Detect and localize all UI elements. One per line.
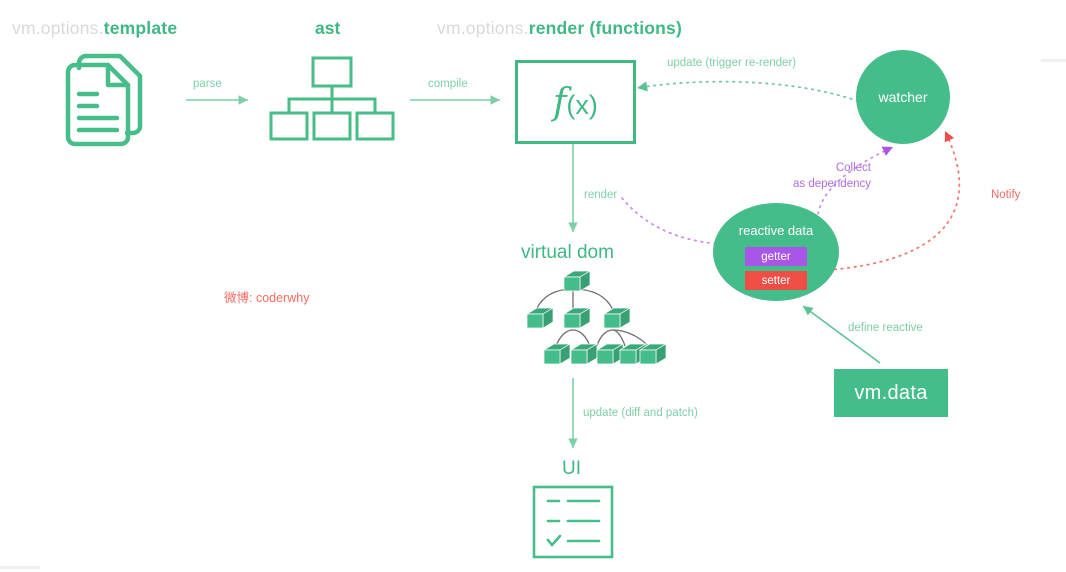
watcher-label: watcher bbox=[878, 89, 928, 105]
virtual-dom-title: virtual dom bbox=[521, 242, 614, 263]
reactive-data-node: reactive data getter setter bbox=[713, 203, 839, 301]
heading-ast: ast bbox=[315, 18, 341, 38]
render-function-box: f(x) bbox=[515, 60, 636, 144]
update-trigger-rerender-arrow bbox=[636, 80, 859, 102]
getter-chip: getter bbox=[745, 247, 807, 266]
ui-screen-icon bbox=[532, 485, 614, 559]
collect-as-dependency-label: Collect as dependency bbox=[761, 161, 871, 192]
parse-label: parse bbox=[193, 78, 222, 90]
collect-line-2: as dependency bbox=[792, 177, 871, 190]
heading-render: vm.options.render (functions) bbox=[437, 18, 682, 40]
ui-title: UI bbox=[562, 458, 581, 479]
compile-label: compile bbox=[428, 78, 468, 90]
reactive-data-label: reactive data bbox=[738, 223, 814, 238]
notify-arrow bbox=[827, 130, 961, 271]
decorative-rule-bottom-left bbox=[0, 566, 40, 569]
heading-render-highlight: render (functions) bbox=[528, 18, 683, 38]
heading-render-prefix: vm.options. bbox=[437, 18, 529, 38]
virtual-dom-tree bbox=[525, 270, 668, 365]
notify-label: Notify bbox=[991, 189, 1021, 201]
setter-chip: setter bbox=[745, 271, 807, 290]
watermark: 微博: coderwhy bbox=[224, 291, 310, 305]
render-label: render bbox=[584, 189, 618, 201]
collect-as-dependency-arrow bbox=[816, 146, 894, 251]
watcher-node: watcher bbox=[856, 50, 950, 144]
collect-line-1: Collect bbox=[835, 162, 871, 174]
vm-data-box: vm.data bbox=[834, 369, 948, 417]
define-reactive-label: define reactive bbox=[848, 322, 923, 334]
heading-template-prefix: vm.options. bbox=[12, 18, 104, 38]
template-document-icon bbox=[65, 53, 143, 147]
ast-tree-icon bbox=[269, 56, 395, 141]
update-diff-patch-label: update (diff and patch) bbox=[583, 407, 698, 419]
decorative-rule-top-right bbox=[1041, 59, 1066, 62]
heading-template: vm.options.template bbox=[12, 18, 177, 40]
heading-template-highlight: template bbox=[103, 18, 178, 38]
fx-f-char: f bbox=[553, 81, 567, 123]
define-reactive-arrow bbox=[802, 305, 881, 364]
update-trigger-rerender-label: update (trigger re-render) bbox=[667, 57, 797, 69]
fx-args: (x) bbox=[566, 89, 598, 120]
fx-label: f(x) bbox=[553, 82, 598, 123]
